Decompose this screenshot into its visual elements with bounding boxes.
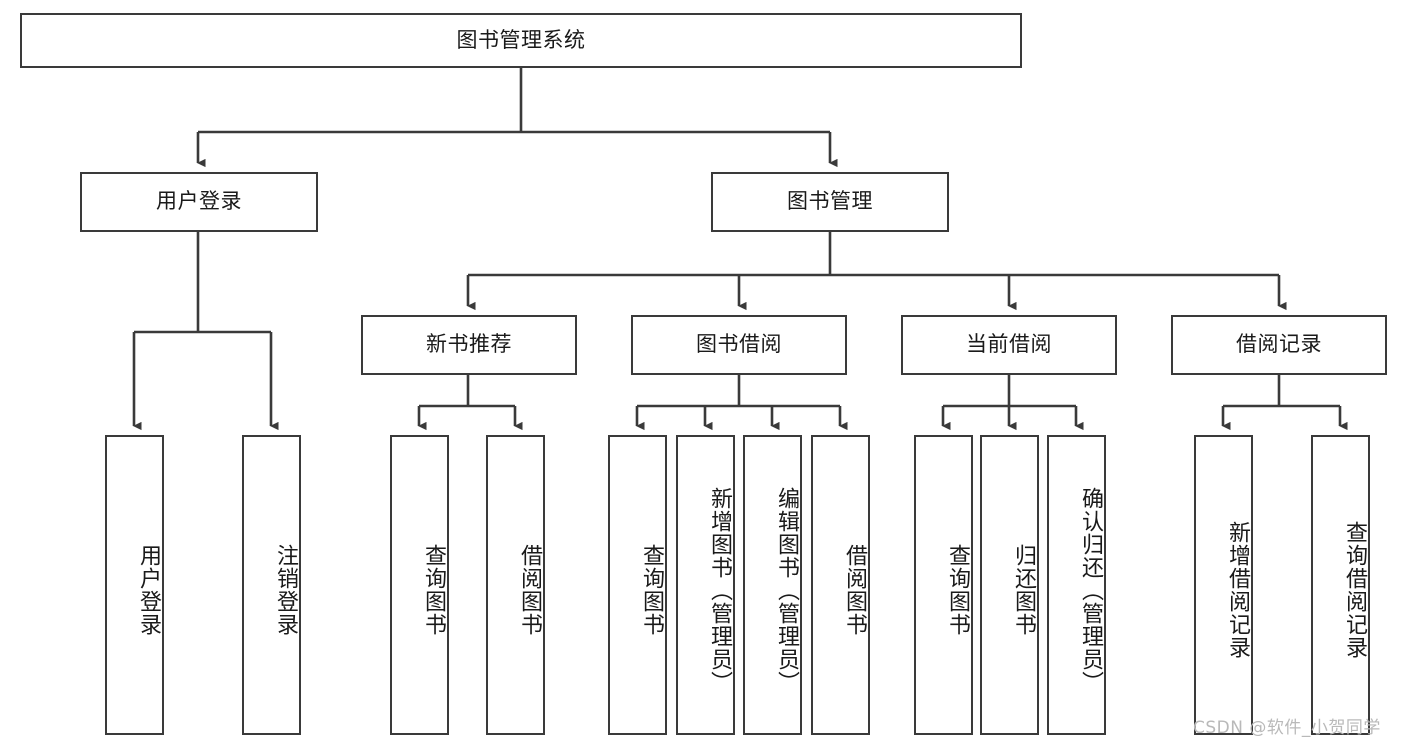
leaf-current-borrow-confirm-return[interactable]: 确认归还（管理员） [1047, 435, 1106, 735]
leaf-borrow-record-query[interactable]: 查询借阅记录 [1311, 435, 1370, 735]
node-label: 查询图书 [945, 544, 970, 636]
node-book-borrow[interactable]: 图书借阅 [631, 315, 847, 375]
leaf-new-book-borrow[interactable]: 借阅图书 [486, 435, 545, 735]
csdn-watermark: CSDN @软件_小贺同学 [1193, 718, 1381, 738]
leaf-book-borrow-edit[interactable]: 编辑图书（管理员） [743, 435, 802, 735]
node-user-login[interactable]: 用户登录 [80, 172, 318, 232]
node-book-management[interactable]: 图书管理 [711, 172, 949, 232]
leaf-current-borrow-return[interactable]: 归还图书 [980, 435, 1039, 735]
node-label: 借阅图书 [517, 544, 542, 636]
node-label: 归还图书 [1011, 544, 1036, 636]
node-label: 新增借阅记录 [1225, 521, 1250, 659]
leaf-new-book-query[interactable]: 查询图书 [390, 435, 449, 735]
node-current-borrow[interactable]: 当前借阅 [901, 315, 1117, 375]
node-label: 用户登录 [156, 189, 242, 214]
node-label: 新书推荐 [426, 332, 512, 357]
node-label: 新增图书（管理员） [707, 486, 732, 694]
node-label: 查询图书 [639, 544, 664, 636]
leaf-book-borrow-query[interactable]: 查询图书 [608, 435, 667, 735]
leaf-user-login-logout[interactable]: 注销登录 [242, 435, 301, 735]
node-new-book-recommend[interactable]: 新书推荐 [361, 315, 577, 375]
node-label: 查询图书 [421, 544, 446, 636]
node-label: 借阅图书 [842, 544, 867, 636]
node-borrow-record[interactable]: 借阅记录 [1171, 315, 1387, 375]
node-label: 图书借阅 [696, 332, 782, 357]
node-label: 用户登录 [136, 544, 161, 636]
leaf-borrow-record-add[interactable]: 新增借阅记录 [1194, 435, 1253, 735]
node-label: 注销登录 [273, 544, 298, 636]
node-label: 借阅记录 [1236, 332, 1322, 357]
node-label: 查询借阅记录 [1342, 521, 1367, 659]
node-label: 确认归还（管理员） [1078, 486, 1103, 694]
leaf-current-borrow-query[interactable]: 查询图书 [914, 435, 973, 735]
leaf-book-borrow-add[interactable]: 新增图书（管理员） [676, 435, 735, 735]
node-label: 编辑图书（管理员） [774, 486, 799, 694]
node-label: 图书管理 [787, 189, 873, 214]
leaf-user-login-login[interactable]: 用户登录 [105, 435, 164, 735]
leaf-book-borrow-borrow[interactable]: 借阅图书 [811, 435, 870, 735]
node-label: 当前借阅 [966, 332, 1052, 357]
node-label: 图书管理系统 [456, 27, 586, 52]
node-root-system[interactable]: 图书管理系统 [20, 13, 1022, 68]
